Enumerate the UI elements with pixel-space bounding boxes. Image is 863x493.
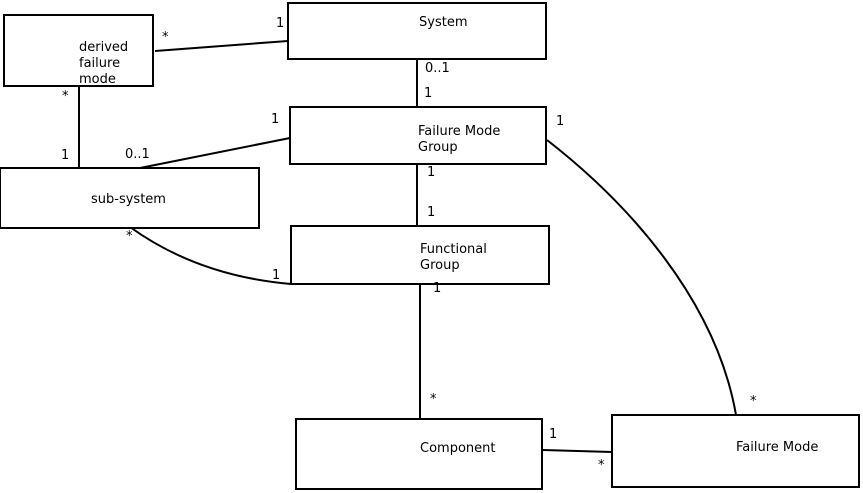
multiplicity-fmg-failuremode-star: * (750, 394, 757, 409)
multiplicity-funcgroup-component-one: 1 (433, 281, 442, 296)
multiplicity-fmg-funcgroup-one-top: 1 (427, 165, 436, 180)
multiplicity-subsystem-fmg-zeroone: 0..1 (125, 147, 150, 162)
edge-derived-failure-mode-system (154, 40, 289, 52)
node-sub-system-label: sub-system (91, 192, 166, 207)
multiplicity-subsystem-funcgroup-one: 1 (272, 268, 281, 283)
node-failure-mode-label: Failure Mode (736, 440, 819, 455)
node-failure-mode-group: Failure Mode Group (289, 106, 547, 165)
node-component: Component (295, 418, 543, 490)
node-derived-failure-mode: derived failure mode (3, 14, 154, 87)
multiplicity-dfm-system-star: * (162, 30, 169, 45)
multiplicity-dfm-subsystem-one: 1 (61, 148, 70, 163)
multiplicity-fmg-failuremode-one: 1 (556, 114, 565, 129)
multiplicity-system-fmg-one: 1 (424, 86, 433, 101)
edge-failure-mode-group-failure-mode (546, 139, 737, 416)
node-functional-group: Functional Group (290, 225, 550, 285)
edge-sub-system-failure-mode-group (139, 137, 291, 169)
node-system: System (287, 2, 547, 60)
multiplicity-system-fmg-zeroone: 0..1 (425, 61, 450, 76)
node-system-label: System (419, 15, 468, 30)
multiplicity-funcgroup-component-star: * (430, 392, 437, 407)
node-failure-mode: Failure Mode (611, 414, 860, 488)
node-functional-group-label: Functional Group (420, 242, 487, 273)
multiplicity-component-failuremode-star: * (598, 458, 605, 473)
edge-component-failure-mode (542, 449, 613, 453)
multiplicity-subsystem-funcgroup-star: * (126, 229, 133, 244)
edge-sub-system-functional-group (129, 226, 292, 285)
multiplicity-subsystem-fmg-one: 1 (271, 112, 280, 127)
node-component-label: Component (420, 441, 496, 456)
multiplicity-dfm-subsystem-star: * (62, 89, 69, 104)
node-failure-mode-group-label: Failure Mode Group (418, 124, 501, 155)
node-derived-failure-mode-label: derived failure mode (79, 40, 129, 87)
multiplicity-component-failuremode-one: 1 (549, 427, 558, 442)
multiplicity-fmg-funcgroup-one-bottom: 1 (427, 205, 436, 220)
node-sub-system: sub-system (0, 167, 260, 229)
multiplicity-dfm-system-one: 1 (276, 16, 285, 31)
